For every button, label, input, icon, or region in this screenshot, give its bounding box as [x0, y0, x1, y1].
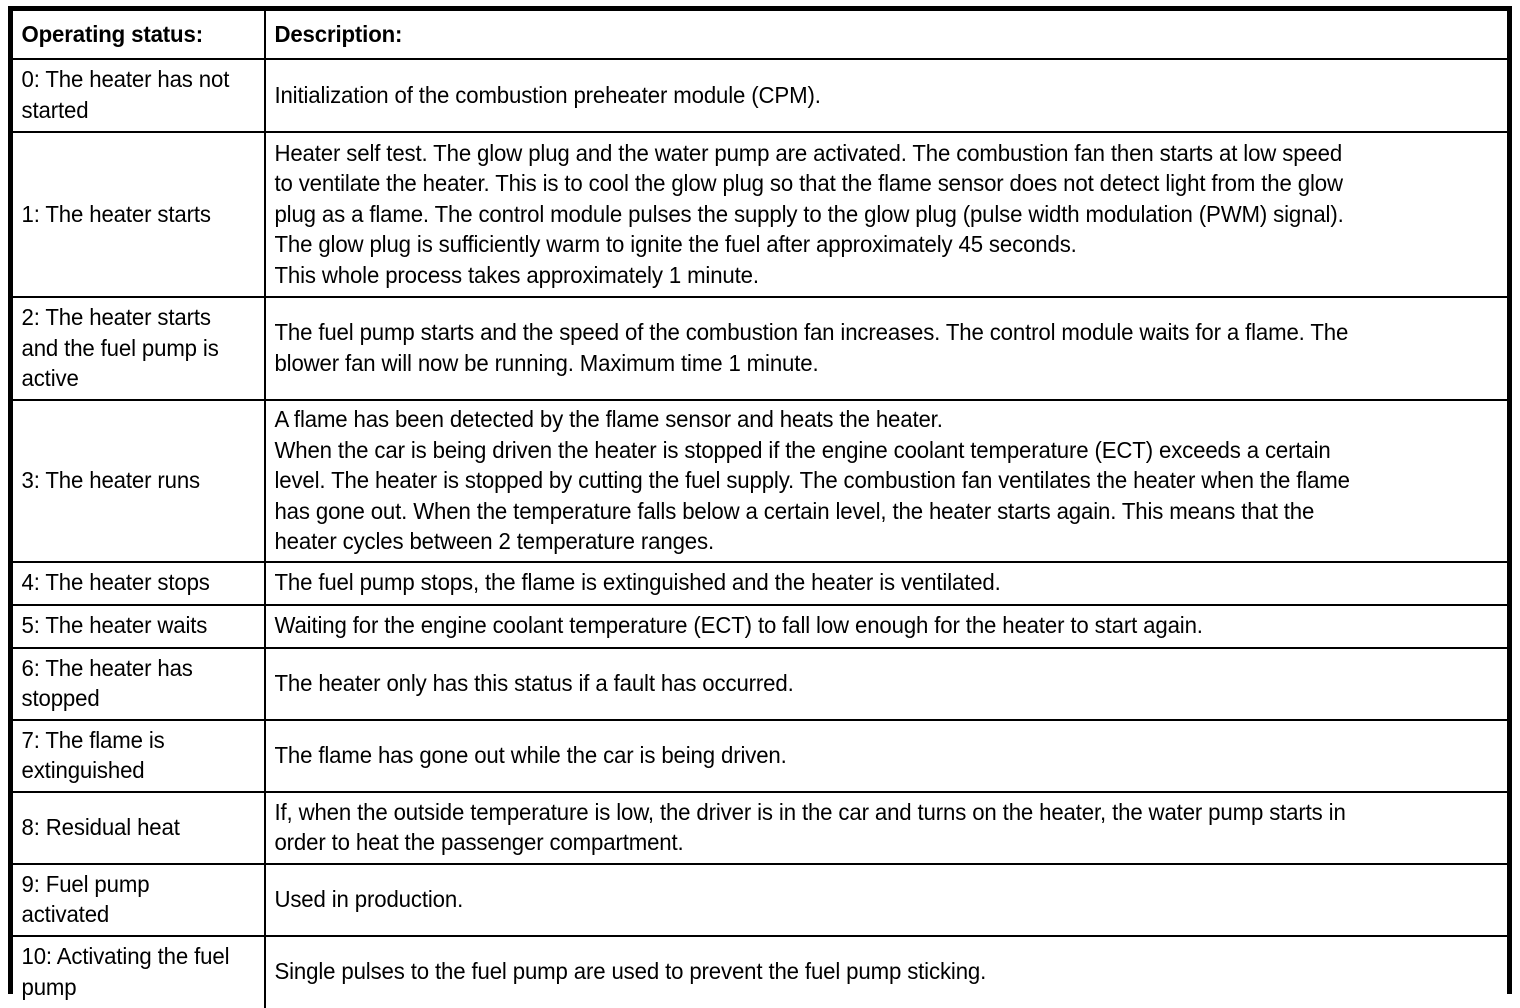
table-row: 0: The heater has not started Initializa…: [13, 58, 1507, 133]
description-line: The fuel pump starts and the speed of th…: [274, 319, 1349, 346]
status-line: 10: Activating the fuel: [21, 943, 230, 970]
status-cell: 0: The heater has not started: [13, 58, 253, 133]
table-body: Operating status: Description: 0: The he…: [13, 11, 1507, 1008]
table-row: 5: The heater waits Waiting for the engi…: [13, 603, 1507, 649]
status-cell: 3: The heater runs: [13, 399, 253, 563]
status-cell: 9: Fuel pump activated: [13, 862, 253, 937]
description-line: has gone out. When the temperature falls…: [274, 497, 1315, 524]
table-row: 7: The flame is extinguished The flame h…: [13, 718, 1507, 793]
description-line: Single pulses to the fuel pump are used …: [274, 958, 987, 985]
status-line: 9: Fuel pump: [21, 870, 150, 897]
column-header-description: Description:: [264, 11, 1439, 60]
status-line: and the fuel pump is: [21, 334, 219, 361]
status-line: 6: The heater has: [21, 654, 193, 681]
operating-status-table-frame: Operating status: Description: 0: The he…: [8, 6, 1512, 1008]
description-cell: If, when the outside temperature is low,…: [264, 790, 1439, 865]
description-cell: A flame has been detected by the flame s…: [264, 399, 1439, 563]
status-line: 4: The heater stops: [21, 569, 210, 596]
status-line: activated: [21, 901, 110, 928]
description-line: blower fan will now be running. Maximum …: [274, 350, 819, 376]
description-line: The fuel pump stops, the flame is exting…: [274, 569, 1001, 596]
description-cell: The flame has gone out while the car is …: [264, 718, 1439, 793]
status-line: 0: The heater has not: [21, 66, 230, 93]
status-line: 7: The flame is: [21, 726, 165, 753]
description-line: Waiting for the engine coolant temperatu…: [274, 612, 1203, 639]
description-cell: The fuel pump starts and the speed of th…: [264, 296, 1439, 401]
description-line: A flame has been detected by the flame s…: [274, 406, 943, 432]
status-cell: 6: The heater has stopped: [13, 646, 253, 721]
table-row: 2: The heater starts and the fuel pump i…: [13, 296, 1507, 401]
status-line: extinguished: [21, 757, 145, 784]
operating-status-table: Operating status: Description: 0: The he…: [13, 11, 1507, 1008]
description-line: When the car is being driven the heater …: [274, 436, 1331, 463]
description-line: heater cycles between 2 temperature rang…: [274, 528, 714, 555]
status-cell: 7: The flame is extinguished: [13, 718, 253, 793]
description-line: Used in production.: [274, 885, 464, 912]
table-row: 1: The heater starts Heater self test. T…: [13, 131, 1507, 298]
status-line: 5: The heater waits: [21, 612, 208, 639]
status-cell: 5: The heater waits: [13, 603, 253, 649]
status-line: active: [21, 365, 79, 392]
table-row: 9: Fuel pump activated Used in productio…: [13, 862, 1507, 937]
description-cell: Initialization of the combustion preheat…: [264, 58, 1439, 133]
description-line: If, when the outside temperature is low,…: [274, 798, 1346, 825]
table-row: 3: The heater runs A flame has been dete…: [13, 399, 1507, 563]
description-line: The glow plug is sufficiently warm to ig…: [274, 231, 1077, 258]
description-line: to ventilate the heater. This is to cool…: [274, 170, 1343, 197]
description-line: level. The heater is stopped by cutting …: [274, 467, 1350, 494]
description-line: Initialization of the combustion preheat…: [274, 81, 821, 108]
description-cell: Single pulses to the fuel pump are used …: [264, 934, 1439, 1008]
table-row: 8: Residual heat If, when the outside te…: [13, 790, 1507, 865]
table-header-row: Operating status: Description:: [13, 11, 1507, 60]
status-cell: 1: The heater starts: [13, 131, 253, 298]
status-line: 2: The heater starts: [21, 304, 211, 331]
description-line: order to heat the passenger compartment.: [274, 829, 684, 856]
status-cell: 10: Activating the fuel pump: [13, 934, 253, 1008]
description-cell: The heater only has this status if a fau…: [264, 646, 1439, 721]
table-row: 4: The heater stops The fuel pump stops,…: [13, 560, 1507, 606]
column-header-operating-status: Operating status:: [13, 11, 253, 60]
status-line: 1: The heater starts: [21, 200, 211, 227]
description-line: Heater self test. The glow plug and the …: [274, 139, 1343, 166]
status-cell: 8: Residual heat: [13, 790, 253, 865]
description-cell: Used in production.: [264, 862, 1439, 937]
table-row: 10: Activating the fuel pump Single puls…: [13, 934, 1507, 1008]
table-row: 6: The heater has stopped The heater onl…: [13, 646, 1507, 721]
description-line: The flame has gone out while the car is …: [274, 741, 787, 768]
description-cell: Heater self test. The glow plug and the …: [264, 131, 1439, 298]
description-line: plug as a flame. The control module puls…: [274, 200, 1344, 227]
description-line: This whole process takes approximately 1…: [274, 261, 759, 288]
description-cell: Waiting for the engine coolant temperatu…: [264, 603, 1439, 649]
status-cell: 2: The heater starts and the fuel pump i…: [13, 296, 253, 401]
status-line: 8: Residual heat: [21, 813, 180, 840]
status-cell: 4: The heater stops: [13, 560, 253, 606]
status-line: 3: The heater runs: [21, 467, 201, 494]
status-line: started: [21, 97, 89, 123]
status-line: pump: [21, 973, 77, 1000]
description-cell: The fuel pump stops, the flame is exting…: [264, 560, 1439, 606]
description-line: The heater only has this status if a fau…: [274, 669, 794, 696]
status-line: stopped: [21, 685, 100, 712]
